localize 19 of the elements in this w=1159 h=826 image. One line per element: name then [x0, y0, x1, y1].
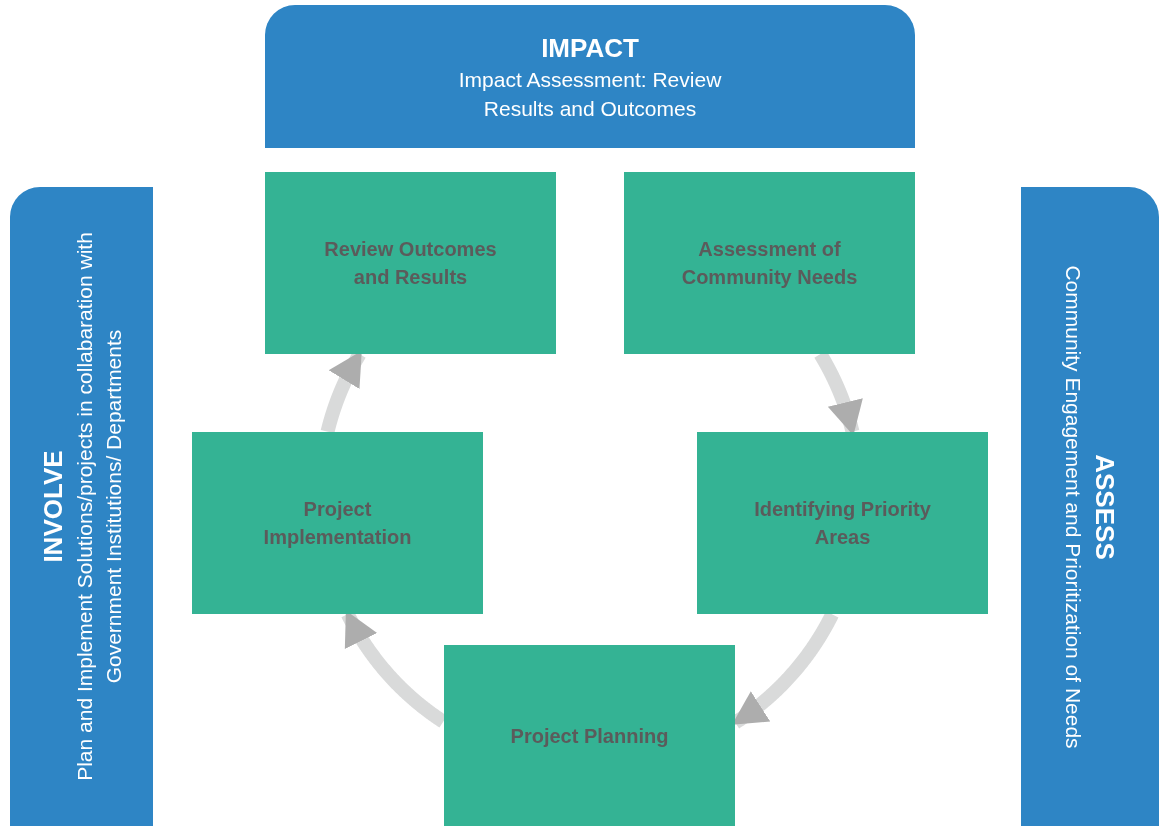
panel-heading: IMPACT: [541, 31, 639, 65]
panel-description: Community Engagement and Prioritization of Needs: [1060, 263, 1086, 751]
step-label: Identifying Priority Areas: [753, 497, 932, 550]
step-label: Review Outcomes and Results: [323, 237, 498, 290]
side-panel: [1021, 187, 1159, 826]
panel-description: Impact Assessment: Review Results and Outcomes: [457, 66, 723, 122]
process-box: [697, 432, 988, 614]
process-box: [624, 172, 915, 354]
process-box: [444, 645, 735, 826]
side-panel: [10, 187, 153, 826]
heading-banner: [265, 5, 915, 148]
step-label: Assessment of Community Needs: [680, 237, 859, 290]
step-label: Project Planning: [510, 723, 669, 749]
panel-heading: ASSESS: [1088, 453, 1121, 560]
process-box: [192, 432, 483, 614]
step-label: Project Implementation: [262, 497, 413, 550]
process-box: [265, 172, 556, 354]
panel-description: Plan and Implement Solutions/projects in collabaration with Government Institutions/ Departments: [71, 231, 126, 783]
panel-heading: INVOLVE: [36, 450, 69, 563]
